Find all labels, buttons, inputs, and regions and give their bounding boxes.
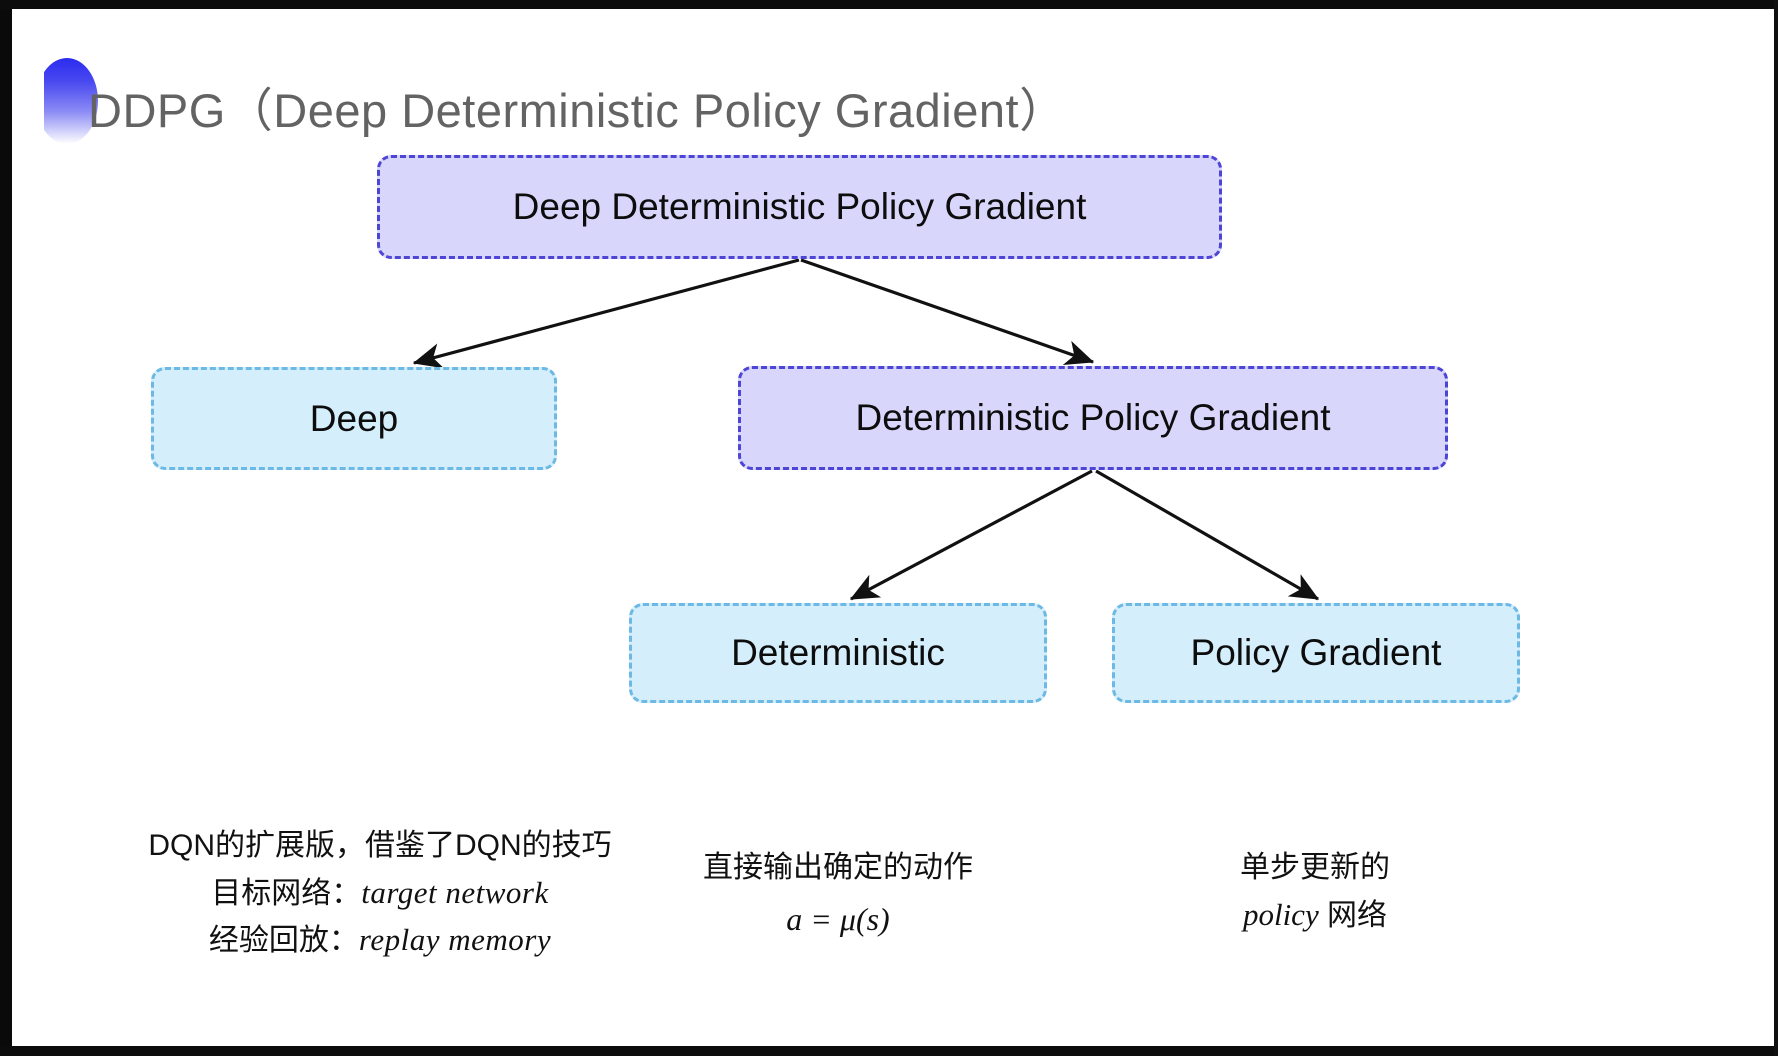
gradient-half-circle-icon [36, 58, 98, 144]
caption-pg-line-1: 单步更新的 [1240, 851, 1390, 884]
caption-deep: DQN的扩展版，借鉴了DQN的技巧 目标网络：target network 经验… [90, 823, 670, 964]
caption-deep-line-2: 目标网络：target network [90, 869, 670, 917]
page-title: DDPG（Deep Deterministic Policy Gradient） [88, 84, 1067, 137]
caption-deterministic: 直接输出确定的动作 a = μ(s) [638, 845, 1038, 943]
node-deep-deterministic-policy-gradient[interactable]: Deep Deterministic Policy Gradient [377, 155, 1222, 259]
caption-deterministic-formula: a = μ(s) [786, 900, 890, 937]
bullet-clip-mask [12, 50, 44, 156]
caption-policy-gradient: 单步更新的 policy 网络 [1120, 845, 1510, 938]
caption-deep-line-2-term: target network [361, 874, 549, 910]
caption-pg-line-2-tail: 网络 [1318, 898, 1388, 932]
slide-edge-left [0, 0, 12, 1056]
caption-deep-line-1: DQN的扩展版，借鉴了DQN的技巧 [148, 829, 612, 862]
node-deterministic[interactable]: Deterministic [629, 603, 1047, 703]
caption-deterministic-line-1: 直接输出确定的动作 [703, 851, 973, 884]
slide-edge-top [0, 0, 1778, 9]
edge-dpg-to-deterministic [849, 469, 1093, 601]
slide-edge-right [1774, 0, 1778, 1056]
edge-dpg-to-policy-gradient [1095, 469, 1320, 601]
caption-deep-line-3-term: replay memory [358, 922, 552, 958]
caption-pg-line-2: policy 网络 [1120, 891, 1510, 939]
caption-pg-line-2-term: policy [1242, 896, 1319, 932]
slide-edge-bottom [0, 1046, 1778, 1056]
caption-deep-line-2-label: 目标网络： [211, 876, 362, 910]
caption-deep-line-3: 经验回放：replay memory [90, 916, 670, 964]
caption-deep-line-3-label: 经验回放： [208, 924, 359, 958]
node-deterministic-policy-gradient[interactable]: Deterministic Policy Gradient [738, 366, 1448, 470]
edge-root-to-dpg [800, 258, 1095, 366]
node-policy-gradient[interactable]: Policy Gradient [1112, 603, 1520, 703]
edge-root-to-deep [412, 258, 800, 369]
node-deep[interactable]: Deep [151, 367, 557, 470]
